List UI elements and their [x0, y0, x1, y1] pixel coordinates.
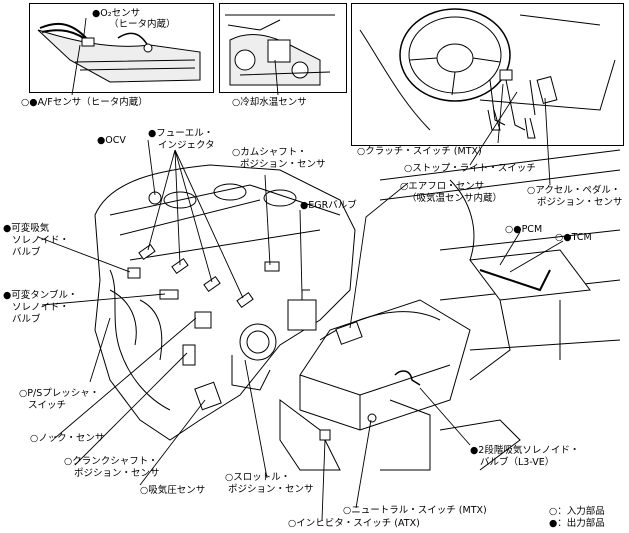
label-ps-pressure-switch-2: スイッチ	[28, 400, 67, 411]
label-variable-tumble-valve-1: ●可変タンブル・	[3, 290, 78, 301]
label-fuel-injector-2: インジェクタ	[158, 140, 215, 151]
label-airflow-sensor: ○エアフロ・センサ	[400, 181, 485, 192]
label-o2-sensor-sub: （ヒータ内蔵）	[109, 19, 176, 30]
legend-output-part: ●：出力部品	[549, 518, 605, 529]
label-clutch-switch: ○クラッチ・スイッチ (MTX)	[357, 146, 482, 157]
label-throttle-sensor-1: ○スロットル・	[225, 472, 291, 483]
label-tcm: ○●TCM	[555, 232, 592, 243]
label-airflow-sensor-sub: （吸気温センサ内蔵）	[407, 193, 503, 204]
label-variable-intake-valve-3: バルブ	[12, 247, 41, 258]
label-pcm: ○●PCM	[505, 224, 543, 235]
label-throttle-sensor-2: ポジション・センサ	[228, 484, 314, 495]
label-two-stage-intake-valve-1: ●2段階吸気ソレノイド・	[470, 445, 580, 456]
label-accel-pedal-sensor-1: ○アクセル・ペダル・	[527, 185, 621, 196]
label-variable-intake-valve-2: ソレノイド・	[12, 235, 70, 246]
label-inhibitor-switch: ○インヒビタ・スイッチ (ATX)	[288, 518, 420, 529]
label-egr-valve: ●EGRバルブ	[300, 200, 357, 211]
label-stoplight-switch: ○ストップ・ライト・スイッチ	[404, 163, 536, 174]
label-knock-sensor: ○ノック・センサ	[30, 433, 105, 444]
label-accel-pedal-sensor-2: ポジション・センサ	[537, 197, 623, 208]
label-two-stage-intake-valve-2: バルブ（L3-VE）	[480, 457, 555, 468]
label-variable-tumble-valve-2: ソレノイド・	[12, 302, 70, 313]
label-ocv: ●OCV	[97, 135, 126, 146]
label-neutral-switch: ○ニュートラル・スイッチ (MTX)	[343, 505, 487, 516]
label-o2-sensor: ●O₂センサ	[92, 8, 141, 19]
label-crankshaft-sensor-2: ポジション・センサ	[74, 468, 160, 479]
label-map-sensor: ○吸気圧センサ	[140, 485, 206, 496]
label-coolant-temp-sensor: ○冷却水温センサ	[232, 97, 307, 108]
label-crankshaft-sensor-1: ○クランクシャフト・	[64, 456, 158, 467]
legend-input-part: ○：入力部品	[549, 506, 605, 517]
label-camshaft-sensor-1: ○カムシャフト・	[232, 147, 307, 158]
label-fuel-injector-1: ●フューエル・	[148, 128, 214, 139]
label-camshaft-sensor-2: ポジション・センサ	[240, 159, 326, 170]
label-ps-pressure-switch-1: ○P/Sプレッシャ・	[19, 388, 100, 399]
label-variable-intake-valve-1: ●可変吸気	[3, 223, 50, 234]
label-variable-tumble-valve-3: バルブ	[12, 314, 41, 325]
label-af-sensor: ○●A/Fセンサ（ヒータ内蔵）	[21, 97, 148, 108]
